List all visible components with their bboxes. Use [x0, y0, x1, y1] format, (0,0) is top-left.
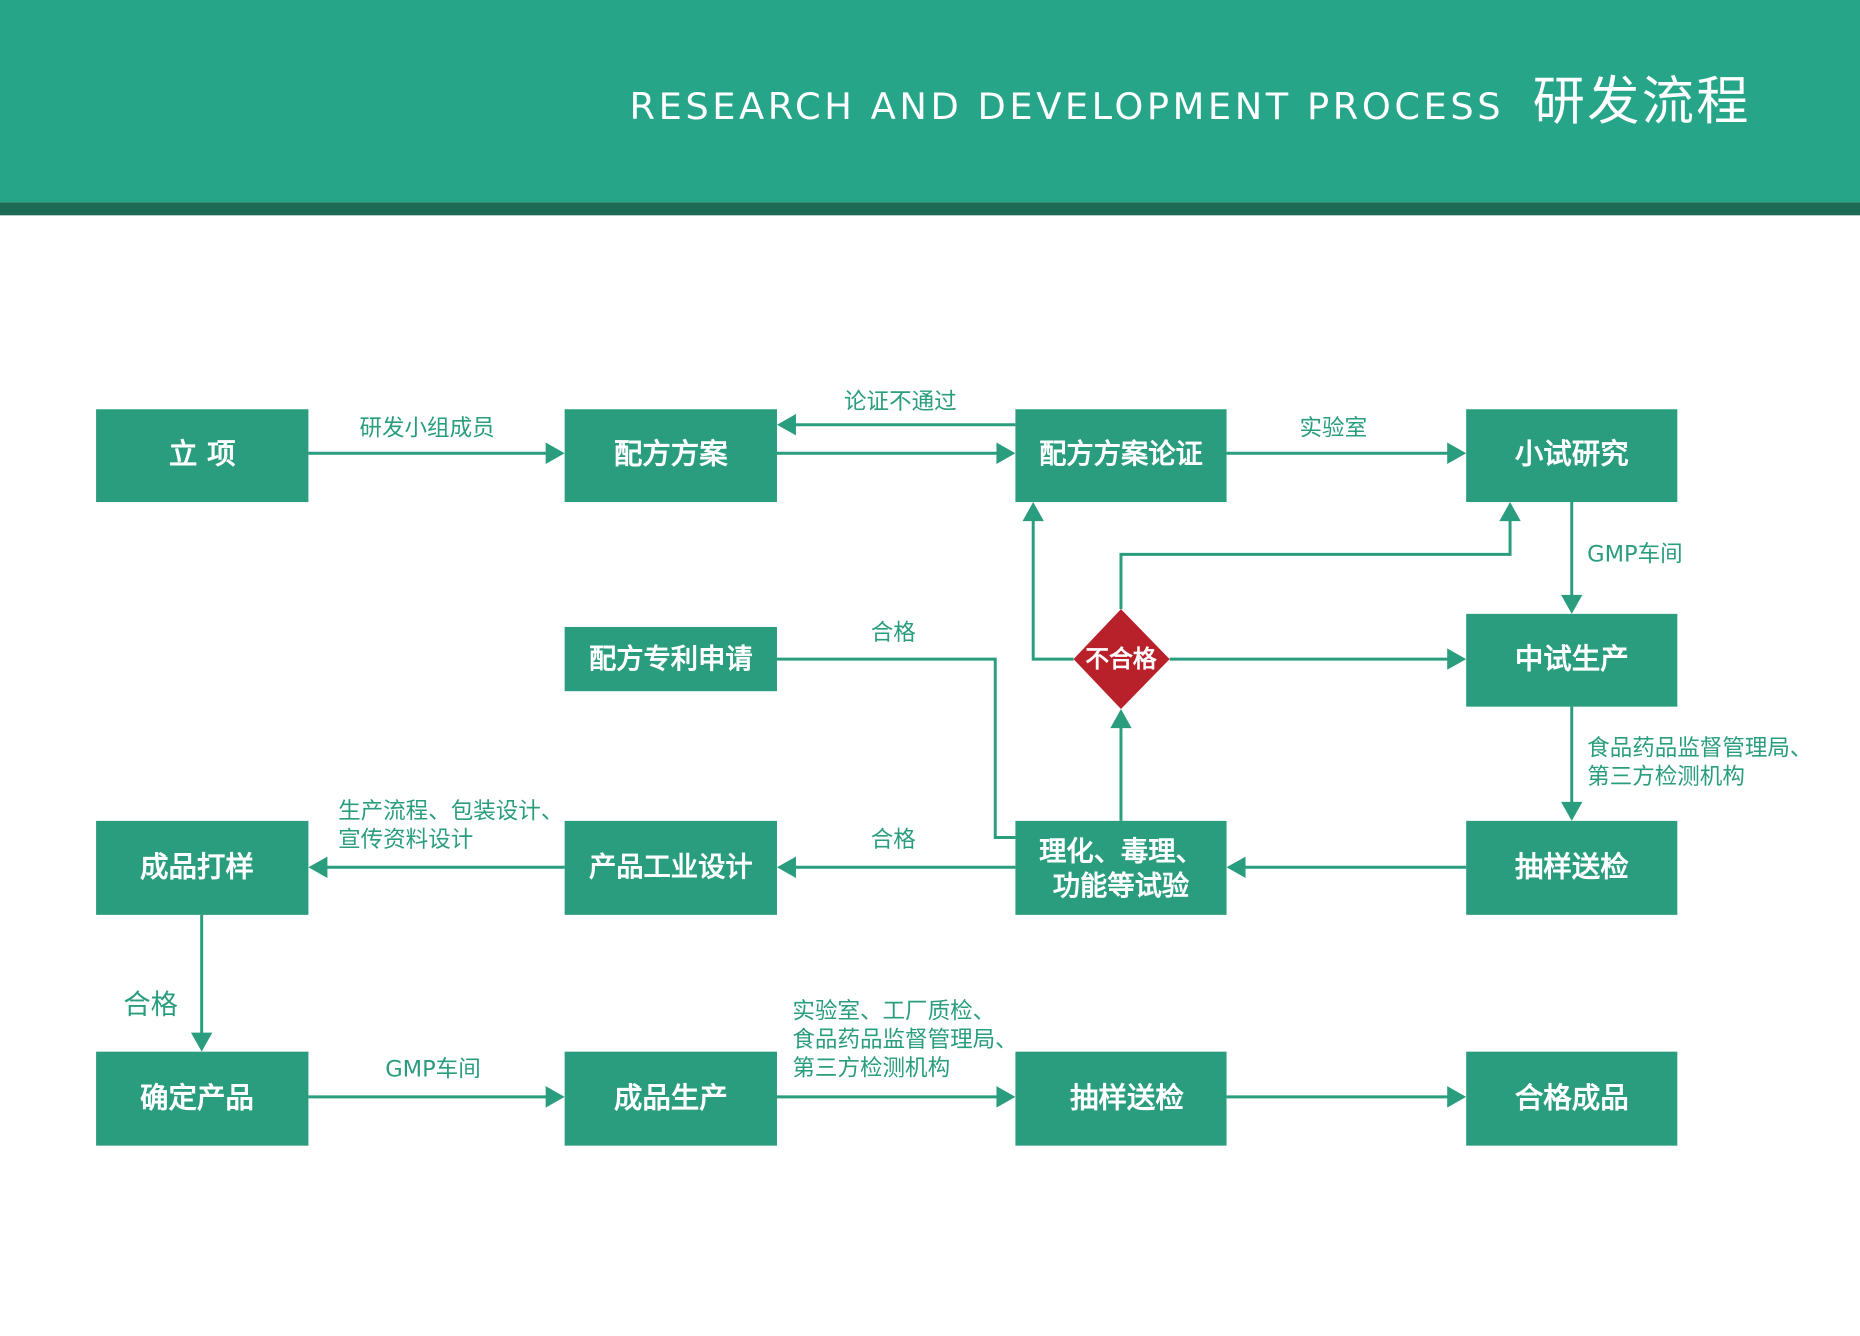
edge-label-qualified-design: 合格 [871, 827, 916, 853]
node-confirm-product: 确定产品 [96, 1051, 309, 1146]
header-banner [0, 0, 1860, 203]
edge-label-fda-thirdparty-line2: 第三方检测机构 [1587, 764, 1745, 790]
decision-diamond-label: 不合格 [1085, 645, 1156, 673]
edge-label-lab-factory-fda-line2: 食品药品监督管理局、 [792, 1027, 1017, 1053]
node-confirm-product-label: 确定产品 [140, 1081, 254, 1114]
node-formula-review: 配方方案论证 [1015, 409, 1227, 503]
node-sample-inspection-2: 抽样送检 [1015, 1051, 1227, 1146]
header-banner-stripe [0, 202, 1860, 216]
arrowhead [1447, 442, 1467, 464]
arrowhead [1226, 856, 1246, 878]
edge-fail-to-review [1031, 515, 1074, 661]
arrowhead [1447, 648, 1467, 670]
edge-label-lab-factory-fda-line1: 实验室、工厂质检、 [792, 998, 995, 1024]
edge-label-gmp-workshop-1: GMP车间 [1587, 541, 1683, 567]
arrowhead [190, 1032, 213, 1052]
arrowhead [1561, 594, 1583, 614]
node-sample-inspection-1: 抽样送检 [1466, 820, 1678, 915]
arrowhead [996, 442, 1016, 464]
arrowhead [545, 1086, 565, 1108]
arrowhead [776, 414, 796, 436]
edge-label-team-members: 研发小组成员 [359, 415, 494, 441]
header-title-cn: 研发流程 [1533, 71, 1751, 132]
nodes: 立 项 配方方案 配方方案论证 小试研究 配方专利申请 中试生产 [96, 409, 1678, 1146]
edge-fail-to-pilot [1119, 515, 1512, 610]
node-qualified-product: 合格成品 [1466, 1051, 1678, 1146]
node-pilot-research-label: 小试研究 [1515, 438, 1629, 471]
node-midscale-production: 中试生产 [1466, 613, 1678, 707]
node-formula-plan-label: 配方方案 [614, 438, 728, 471]
edge-label-qualified-sample: 合格 [123, 990, 178, 1021]
node-project-init-label: 立 项 [169, 438, 236, 471]
header-title-en: RESEARCH AND DEVELOPMENT PROCESS [629, 85, 1504, 128]
connectors [190, 414, 1583, 1108]
node-midscale-production-label: 中试生产 [1515, 642, 1629, 675]
node-project-init: 立 项 [96, 409, 309, 503]
arrowhead [545, 442, 565, 464]
arrowhead [308, 856, 328, 878]
edge-labels: 研发小组成员 论证不通过 实验室 GMP车间 合格 食品药品监督管理局、 第三方… [123, 389, 1812, 1082]
edge-patent-to-tests [776, 657, 1016, 840]
node-formula-review-label: 配方方案论证 [1039, 438, 1203, 470]
node-product-design: 产品工业设计 [564, 820, 777, 915]
edge-label-gmp-workshop-2: GMP车间 [385, 1057, 481, 1083]
arrowhead [996, 1086, 1016, 1108]
node-tox-tests: 理化、毒理、 功能等试验 [1015, 820, 1227, 915]
arrowhead [776, 856, 796, 878]
decision-diamond: 不合格 [1073, 609, 1170, 710]
node-mass-production: 成品生产 [564, 1051, 777, 1146]
node-qualified-product-label: 合格成品 [1515, 1081, 1629, 1114]
arrowhead [1110, 709, 1132, 729]
node-sample-making-label: 成品打样 [140, 850, 254, 883]
edge-label-qualified-patent: 合格 [871, 620, 916, 646]
node-sample-inspection-2-label: 抽样送检 [1070, 1081, 1184, 1114]
node-formula-plan: 配方方案 [564, 409, 777, 503]
node-formula-patent-label: 配方专利申请 [589, 643, 753, 675]
edge-label-review-failed: 论证不通过 [844, 389, 957, 415]
edge-label-lab: 实验室 [1300, 415, 1368, 441]
arrowhead [1447, 1086, 1467, 1108]
arrowhead [1561, 801, 1583, 821]
node-sample-inspection-1-label: 抽样送检 [1515, 850, 1629, 883]
edge-label-fda-thirdparty-line1: 食品药品监督管理局、 [1587, 735, 1812, 761]
node-mass-production-label: 成品生产 [614, 1081, 728, 1114]
node-product-design-label: 产品工业设计 [589, 852, 753, 883]
node-formula-patent: 配方专利申请 [564, 626, 777, 692]
node-sample-making: 成品打样 [96, 820, 309, 915]
arrowhead [1499, 502, 1521, 522]
node-tox-tests-label-line1: 理化、毒理、 [1039, 836, 1203, 867]
node-pilot-research: 小试研究 [1466, 409, 1678, 503]
arrowhead [1022, 502, 1044, 522]
edge-label-lab-factory-fda-line3: 第三方检测机构 [792, 1055, 950, 1081]
edge-label-design-materials-line2: 宣传资料设计 [338, 827, 473, 853]
edge-label-design-materials-line1: 生产流程、包装设计、 [338, 798, 563, 824]
node-tox-tests-label-line2: 功能等试验 [1053, 870, 1190, 902]
